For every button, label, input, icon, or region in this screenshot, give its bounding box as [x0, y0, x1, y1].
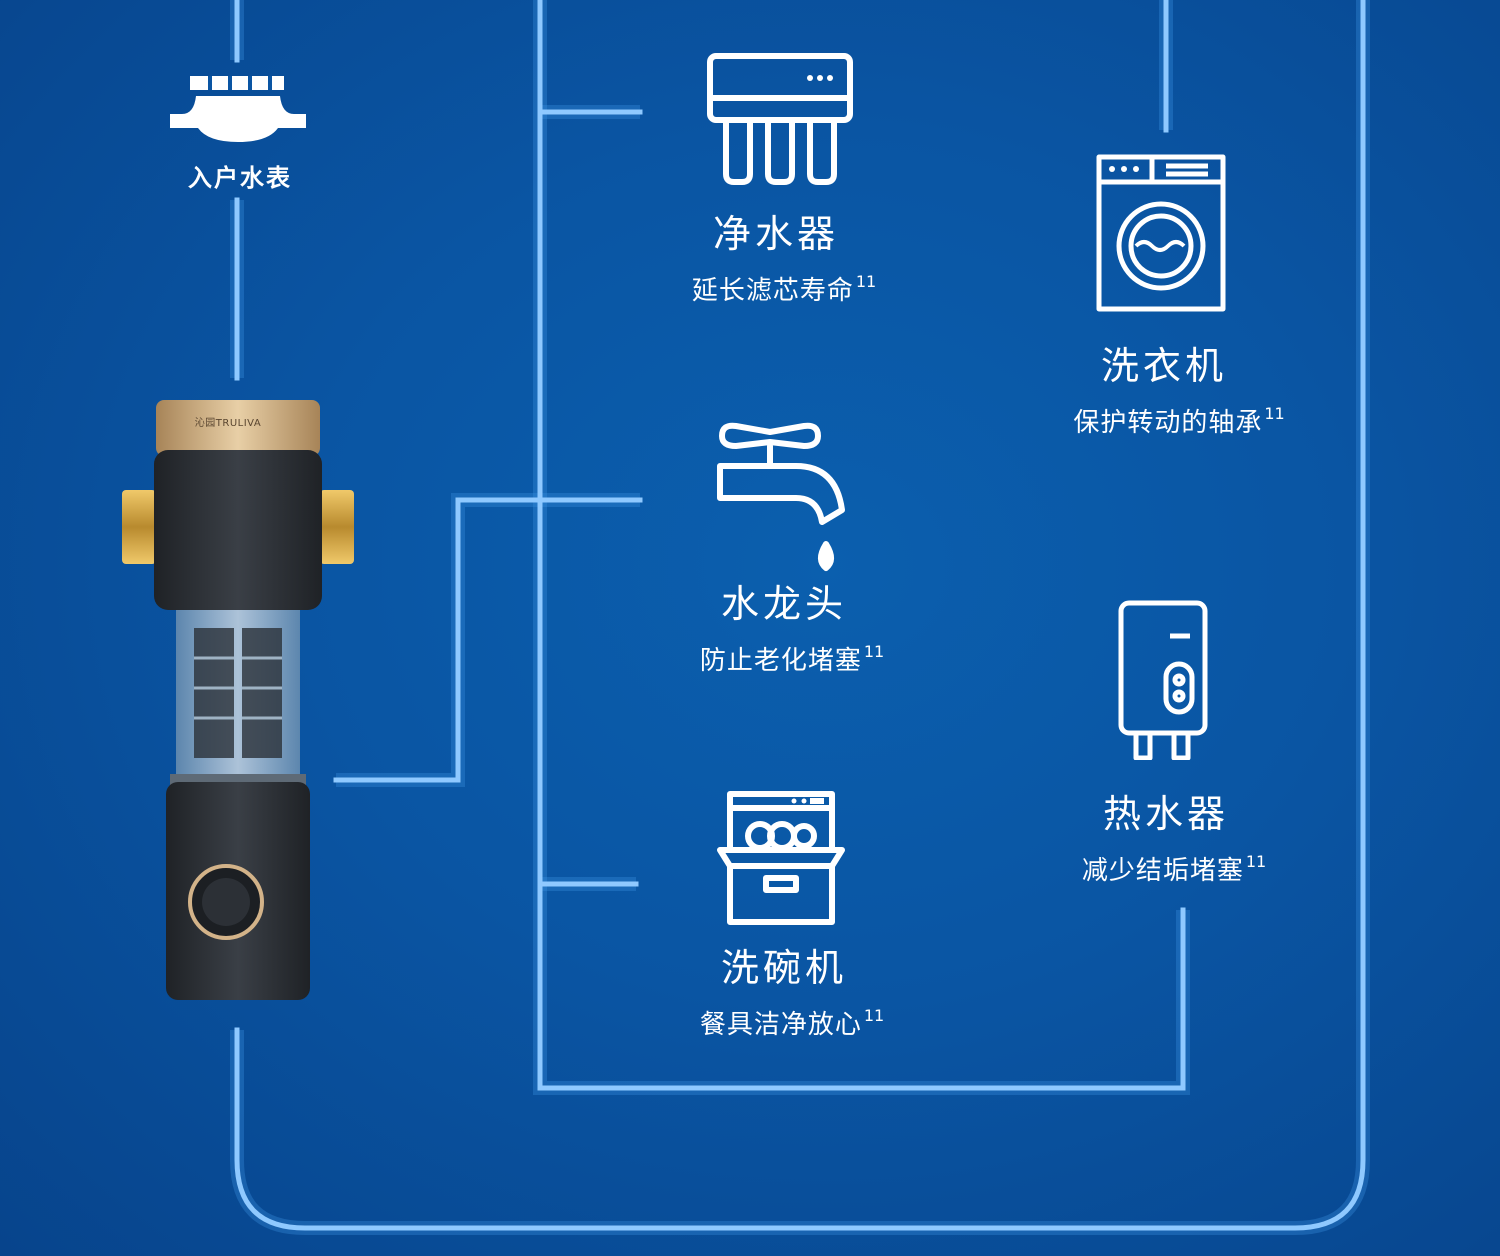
pre-filter-icon	[120, 398, 356, 1010]
faucet-title: 水龙头	[720, 582, 847, 626]
brand-logo: 沁园TRULIVA	[194, 418, 262, 429]
washing-machine-icon	[1096, 154, 1226, 312]
water-heater-icon	[1116, 600, 1210, 760]
water-meter-label: 入户水表	[188, 164, 292, 192]
water-meter-icon	[168, 74, 308, 144]
dishwasher-icon	[716, 790, 846, 926]
dishwasher-title: 洗碗机	[720, 946, 847, 990]
heater-title: 热水器	[1102, 792, 1229, 836]
faucet-icon	[714, 418, 850, 578]
water-purifier-icon	[706, 52, 854, 186]
washer-title: 洗衣机	[1100, 344, 1227, 388]
purifier-title: 净水器	[712, 212, 839, 256]
